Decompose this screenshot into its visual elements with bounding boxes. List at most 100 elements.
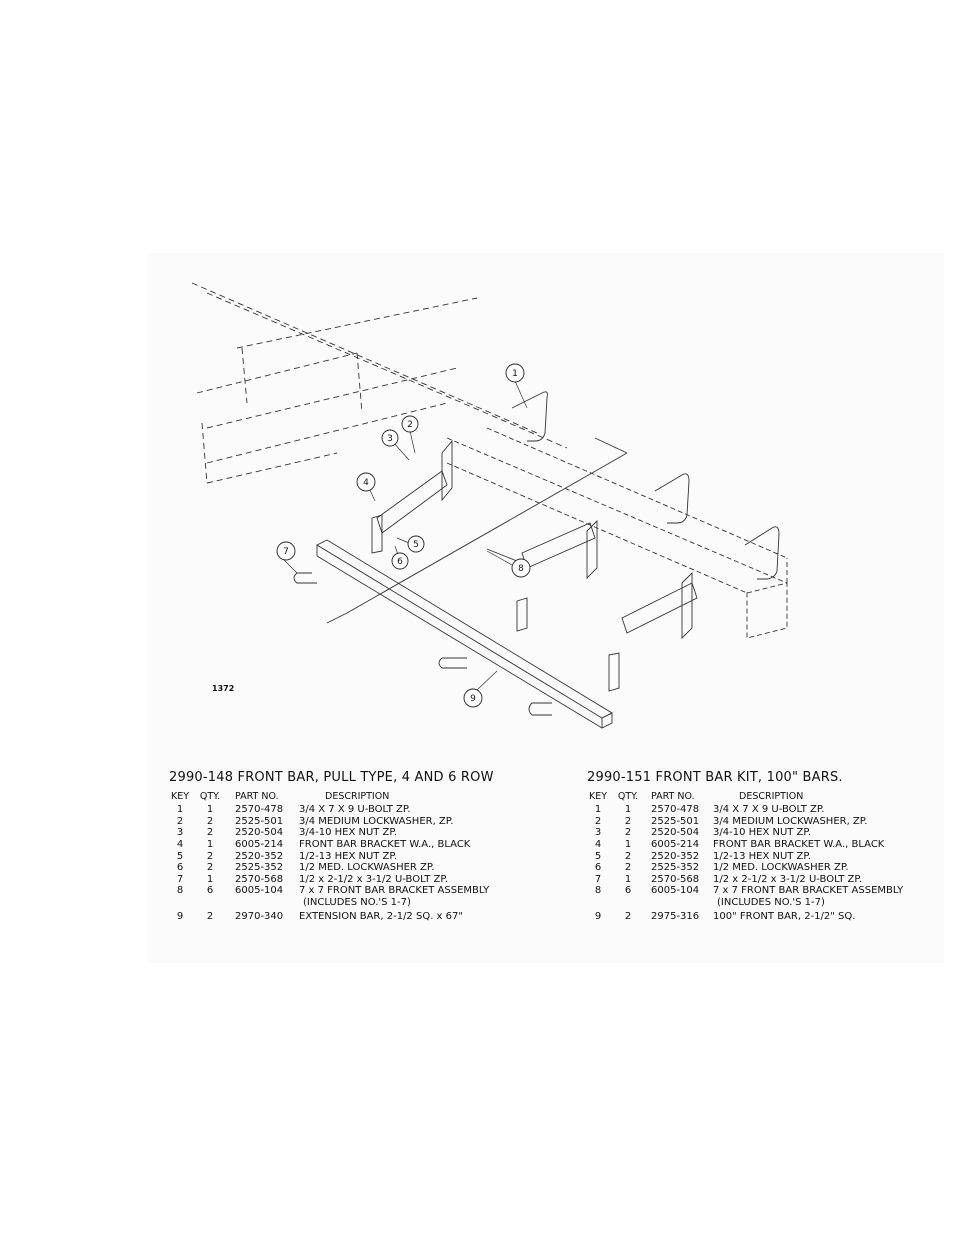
key-cell: 1 [176, 804, 184, 816]
callout-1: 1 [505, 363, 525, 383]
front-bar [316, 539, 613, 729]
table-title: 2990-148 FRONT BAR, PULL TYPE, 4 AND 6 R… [169, 770, 494, 785]
qty-cell: 6 [206, 885, 214, 897]
svg-text:3: 3 [387, 434, 393, 444]
svg-text:7: 7 [283, 547, 289, 557]
svg-text:6: 6 [397, 557, 403, 567]
callout-5: 5 [407, 535, 425, 553]
key-cell: 2 [594, 815, 602, 827]
part-cell: 2975-316 [651, 910, 700, 922]
part-cell: 2525-501 [235, 815, 284, 827]
qty-cell: 2 [206, 910, 214, 922]
callout-2: 2 [401, 415, 419, 433]
part-cell: 2525-352 [651, 862, 700, 874]
desc-cell: 1/2-13 HEX NUT ZP. [713, 850, 812, 862]
callout-8: 8 [511, 558, 531, 578]
key-cell: 5 [594, 850, 602, 862]
part-cell: 2520-504 [235, 827, 284, 839]
table-header-row: KEY QTY. PART NO. DESCRIPTION [587, 791, 937, 803]
desc-cell: 1/2 x 2-1/2 x 3-1/2 U-BOLT ZP. [713, 873, 863, 885]
qty-cell: 2 [624, 815, 632, 827]
qty-cell: 2 [624, 910, 632, 922]
key-cell: 4 [594, 838, 602, 850]
desc-cell-continued: (INCLUDES NO.'S 1-7) [717, 896, 825, 908]
part-cell: 6005-104 [651, 885, 700, 897]
qty-cell: 2 [206, 827, 214, 839]
parts-table-2990-151: 2990-151 FRONT BAR KIT, 100" BARS. KEY Q… [587, 771, 937, 923]
table-row: 3 2 2520-504 3/4-10 HEX NUT ZP. [169, 827, 549, 839]
key-cell: 3 [176, 827, 184, 839]
key-cell: 9 [176, 910, 184, 922]
svg-text:9: 9 [470, 694, 476, 704]
desc-cell: 1/2-13 HEX NUT ZP. [299, 850, 398, 862]
desc-cell: 7 x 7 FRONT BAR BRACKET ASSEMBLY [299, 885, 490, 897]
table-header-row: KEY QTY. PART NO. DESCRIPTION [169, 791, 549, 803]
qty-cell: 2 [206, 862, 214, 874]
key-cell: 7 [176, 873, 184, 885]
key-cell: 3 [594, 827, 602, 839]
callout-4: 4 [356, 472, 376, 492]
desc-cell: 100" FRONT BAR, 2-1/2" SQ. [713, 910, 856, 922]
part-cell: 2570-568 [651, 873, 700, 885]
figure-number: 1372 [212, 684, 235, 693]
svg-text:5: 5 [413, 540, 419, 550]
header-desc: DESCRIPTION [325, 790, 390, 802]
part-cell: 6005-214 [651, 838, 700, 850]
qty-cell: 2 [624, 850, 632, 862]
svg-text:8: 8 [518, 564, 524, 574]
svg-text:4: 4 [363, 478, 369, 488]
toolbar-dashed [446, 427, 788, 639]
part-cell: 2570-478 [235, 804, 284, 816]
key-cell: 1 [594, 804, 602, 816]
desc-cell: 1/2 MED. LOCKWASHER ZP. [713, 862, 849, 874]
callout-9: 9 [463, 688, 483, 708]
table-row-continuation: (INCLUDES NO.'S 1-7) [587, 897, 937, 909]
table-row-continuation: (INCLUDES NO.'S 1-7) [169, 897, 549, 909]
desc-cell: 3/4 X 7 X 9 U-BOLT ZP. [713, 804, 825, 816]
desc-cell: 1/2 MED. LOCKWASHER ZP. [299, 862, 435, 874]
front-bar-bracket [371, 439, 698, 692]
callout-markers: 1 2 3 4 5 6 7 8 9 [276, 363, 531, 708]
desc-cell-continued: (INCLUDES NO.'S 1-7) [303, 896, 411, 908]
header-part: PART NO. [651, 790, 695, 802]
qty-cell: 2 [624, 827, 632, 839]
part-cell: 6005-214 [235, 838, 284, 850]
svg-text:2: 2 [407, 420, 413, 430]
part-cell: 2525-501 [651, 815, 700, 827]
desc-cell: FRONT BAR BRACKET W.A., BLACK [299, 838, 471, 850]
outline-lines [326, 437, 628, 624]
desc-cell: 3/4-10 HEX NUT ZP. [299, 827, 398, 839]
header-part: PART NO. [235, 790, 279, 802]
key-cell: 4 [176, 838, 184, 850]
part-cell: 2970-340 [235, 910, 284, 922]
qty-cell: 2 [206, 850, 214, 862]
parts-table-2990-148: 2990-148 FRONT BAR, PULL TYPE, 4 AND 6 R… [169, 770, 549, 922]
key-cell: 6 [176, 862, 184, 874]
part-cell: 2520-352 [651, 850, 700, 862]
exploded-parts-diagram: 1 2 3 4 5 6 7 8 9 [191, 282, 788, 729]
qty-cell: 1 [206, 804, 214, 816]
u-bolt-large [511, 391, 780, 580]
desc-cell: 3/4 MEDIUM LOCKWASHER, ZP. [299, 815, 454, 827]
qty-cell: 1 [206, 838, 214, 850]
header-key: KEY [170, 790, 190, 802]
key-cell: 8 [176, 885, 184, 897]
frame-rails-dashed [191, 282, 568, 484]
parts-sheet: 1 2 3 4 5 6 7 8 9 1372 2990-148 FRONT BA… [147, 253, 944, 963]
header-qty: QTY. [617, 790, 639, 802]
table-row: 5 2 2520-352 1/2-13 HEX NUT ZP. [587, 851, 937, 863]
part-cell: 2570-478 [651, 804, 700, 816]
key-cell: 8 [594, 885, 602, 897]
desc-cell: 3/4 MEDIUM LOCKWASHER, ZP. [713, 815, 868, 827]
table-row: 4 1 6005-214 FRONT BAR BRACKET W.A., BLACK [169, 839, 549, 851]
